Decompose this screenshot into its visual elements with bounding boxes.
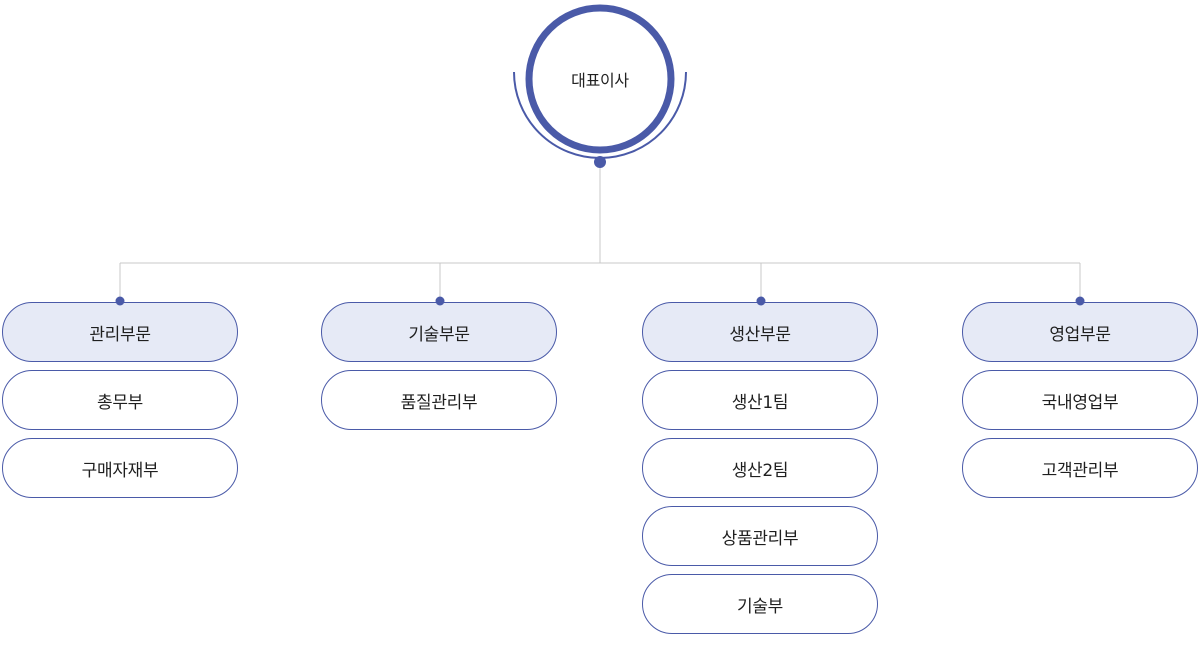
team-box: 국내영업부	[962, 370, 1198, 430]
team-box: 생산1팀	[642, 370, 878, 430]
division-box: 생산부문	[642, 302, 878, 362]
division-box: 영업부문	[962, 302, 1198, 362]
division-box: 관리부문	[2, 302, 238, 362]
team-box: 품질관리부	[321, 370, 557, 430]
team-box: 생산2팀	[642, 438, 878, 498]
team-box: 상품관리부	[642, 506, 878, 566]
team-box: 구매자재부	[2, 438, 238, 498]
ceo-connector-dot	[594, 156, 606, 168]
ceo-circle	[525, 4, 675, 154]
team-box: 고객관리부	[962, 438, 1198, 498]
division-box: 기술부문	[321, 302, 557, 362]
ceo-label: 대표이사	[571, 71, 629, 90]
team-box: 기술부	[642, 574, 878, 634]
team-box: 총무부	[2, 370, 238, 430]
